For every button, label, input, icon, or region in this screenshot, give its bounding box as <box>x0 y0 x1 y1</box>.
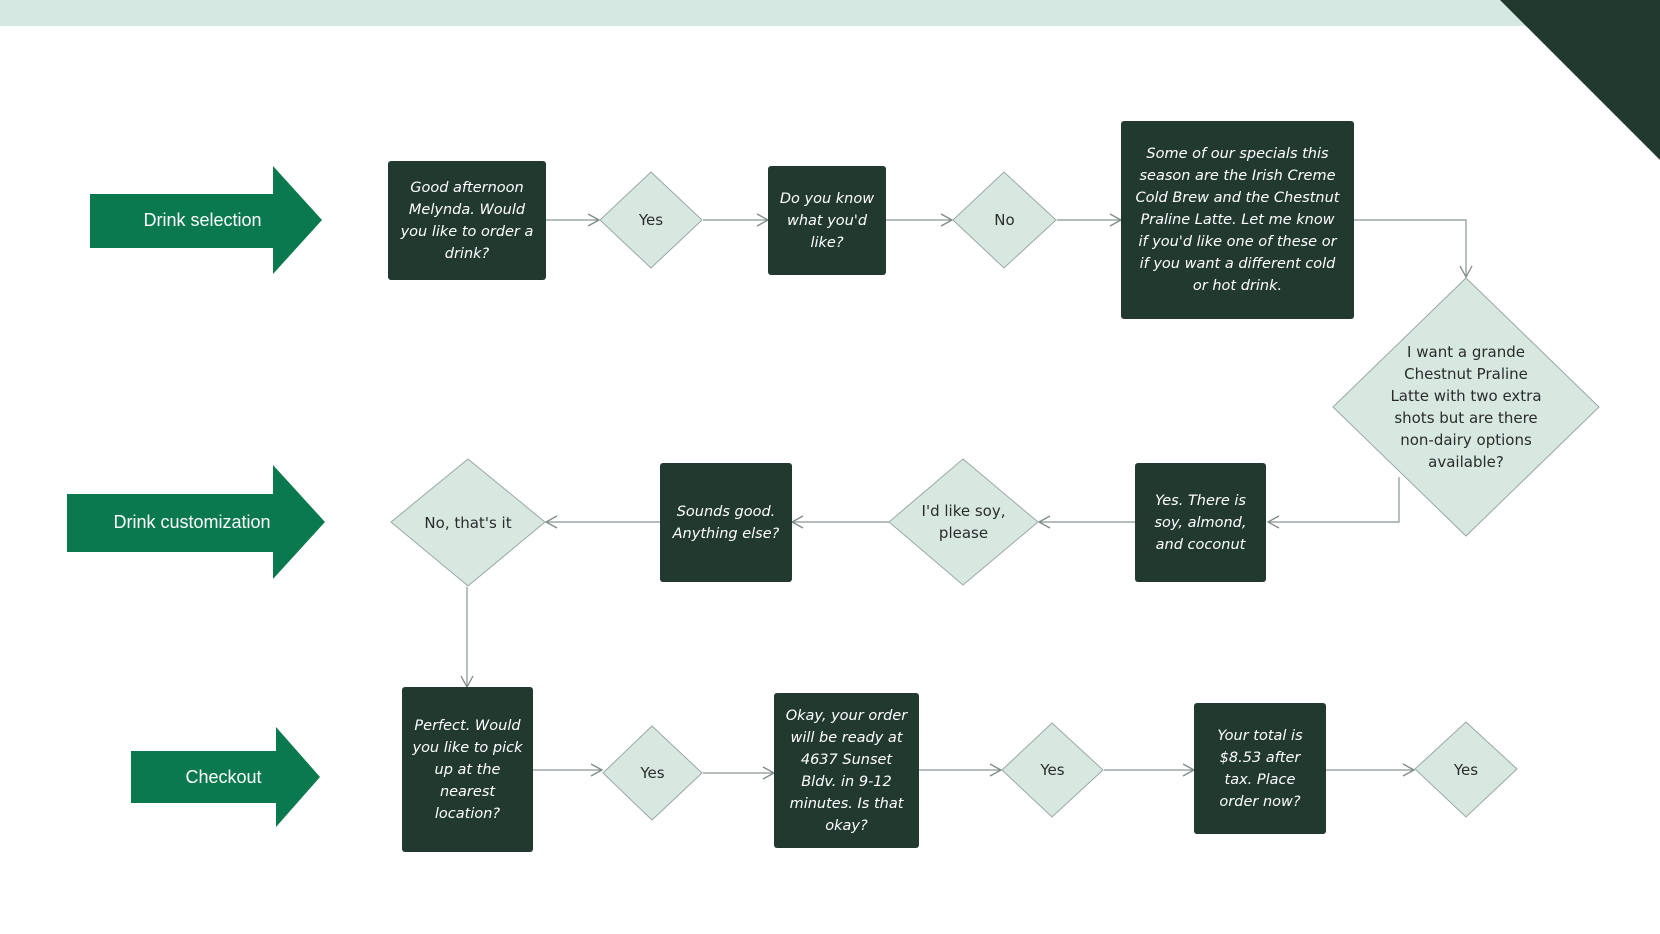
stage-label: Checkout <box>185 766 262 787</box>
decision-label: Yes <box>1040 761 1065 779</box>
specials-box: Some of our specials this season are the… <box>1121 121 1354 319</box>
top-band <box>0 0 1660 26</box>
ready-box: Okay, your order will be ready at 4637 S… <box>774 693 919 848</box>
decision-label: No <box>994 211 1015 229</box>
total-box: Your total is $8.53 after tax. Place ord… <box>1194 703 1326 834</box>
arrow-shape <box>90 166 322 274</box>
connector <box>1354 219 1473 279</box>
decision-yes: Yes <box>1001 722 1104 818</box>
stage-arrow-drink-selection: Drink selection <box>90 166 322 274</box>
options-box: Yes. There is soy, almond, and coconut <box>1135 463 1266 582</box>
stage-arrow-drink-customization: Drink customization <box>67 465 325 579</box>
decision-label: I'd like soy, please <box>921 502 1006 542</box>
decision-label: I want a grande Chestnut Praline Latte w… <box>1390 343 1542 471</box>
decision-label: Yes <box>638 211 664 229</box>
stage-arrow-checkout: Checkout <box>131 727 320 827</box>
decision-label: Yes <box>1453 760 1479 779</box>
corner-decoration <box>1500 0 1660 160</box>
decision-label: Yes <box>640 764 665 782</box>
connector <box>1266 477 1400 529</box>
decision-yes: Yes <box>1414 721 1518 818</box>
know-box: Do you know what you'd like? <box>768 166 886 275</box>
stage-label: Drink customization <box>113 511 271 532</box>
done-diamond: No, that's it <box>390 458 546 587</box>
pickup-box: Perfect. Would you like to pick up at th… <box>402 687 533 852</box>
decision-yes: Yes <box>602 725 703 821</box>
decision-no: No <box>952 171 1057 269</box>
greeting-box: Good afternoon Melynda. Would you like t… <box>388 161 546 280</box>
decision-yes: Yes <box>599 171 703 269</box>
arrow-shape <box>131 727 320 827</box>
anything-else-box: Sounds good. Anything else? <box>660 463 792 582</box>
stage-label: Drink selection <box>143 209 262 230</box>
soy-diamond: I'd like soy, please <box>888 458 1039 586</box>
request-diamond: I want a grande Chestnut Praline Latte w… <box>1332 277 1600 537</box>
arrow-shape <box>67 465 325 579</box>
decision-label: No, that's it <box>424 513 512 532</box>
